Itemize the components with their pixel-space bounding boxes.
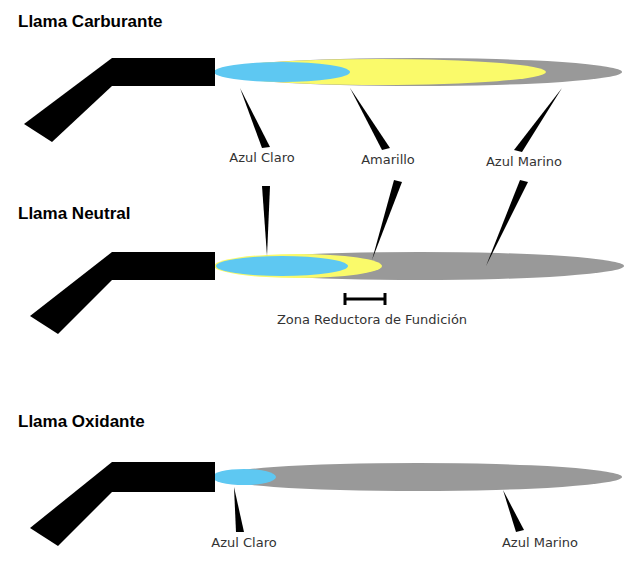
- color-label: Azul Marino: [486, 154, 562, 169]
- zone-bracket: [345, 293, 385, 305]
- zone-label: Zona Reductora de Fundición: [277, 312, 467, 327]
- color-label: Azul Claro: [211, 535, 276, 550]
- flame-title: Llama Neutral: [18, 204, 130, 224]
- oxidizing-flame: [30, 462, 622, 546]
- flame-title: Llama Oxidante: [18, 412, 145, 432]
- flame-title: Llama Carburante: [18, 12, 163, 32]
- neutral-flame: [30, 252, 624, 334]
- color-label: Azul Marino: [502, 535, 578, 550]
- color-label: Amarillo: [361, 152, 415, 167]
- color-label: Azul Claro: [229, 150, 294, 165]
